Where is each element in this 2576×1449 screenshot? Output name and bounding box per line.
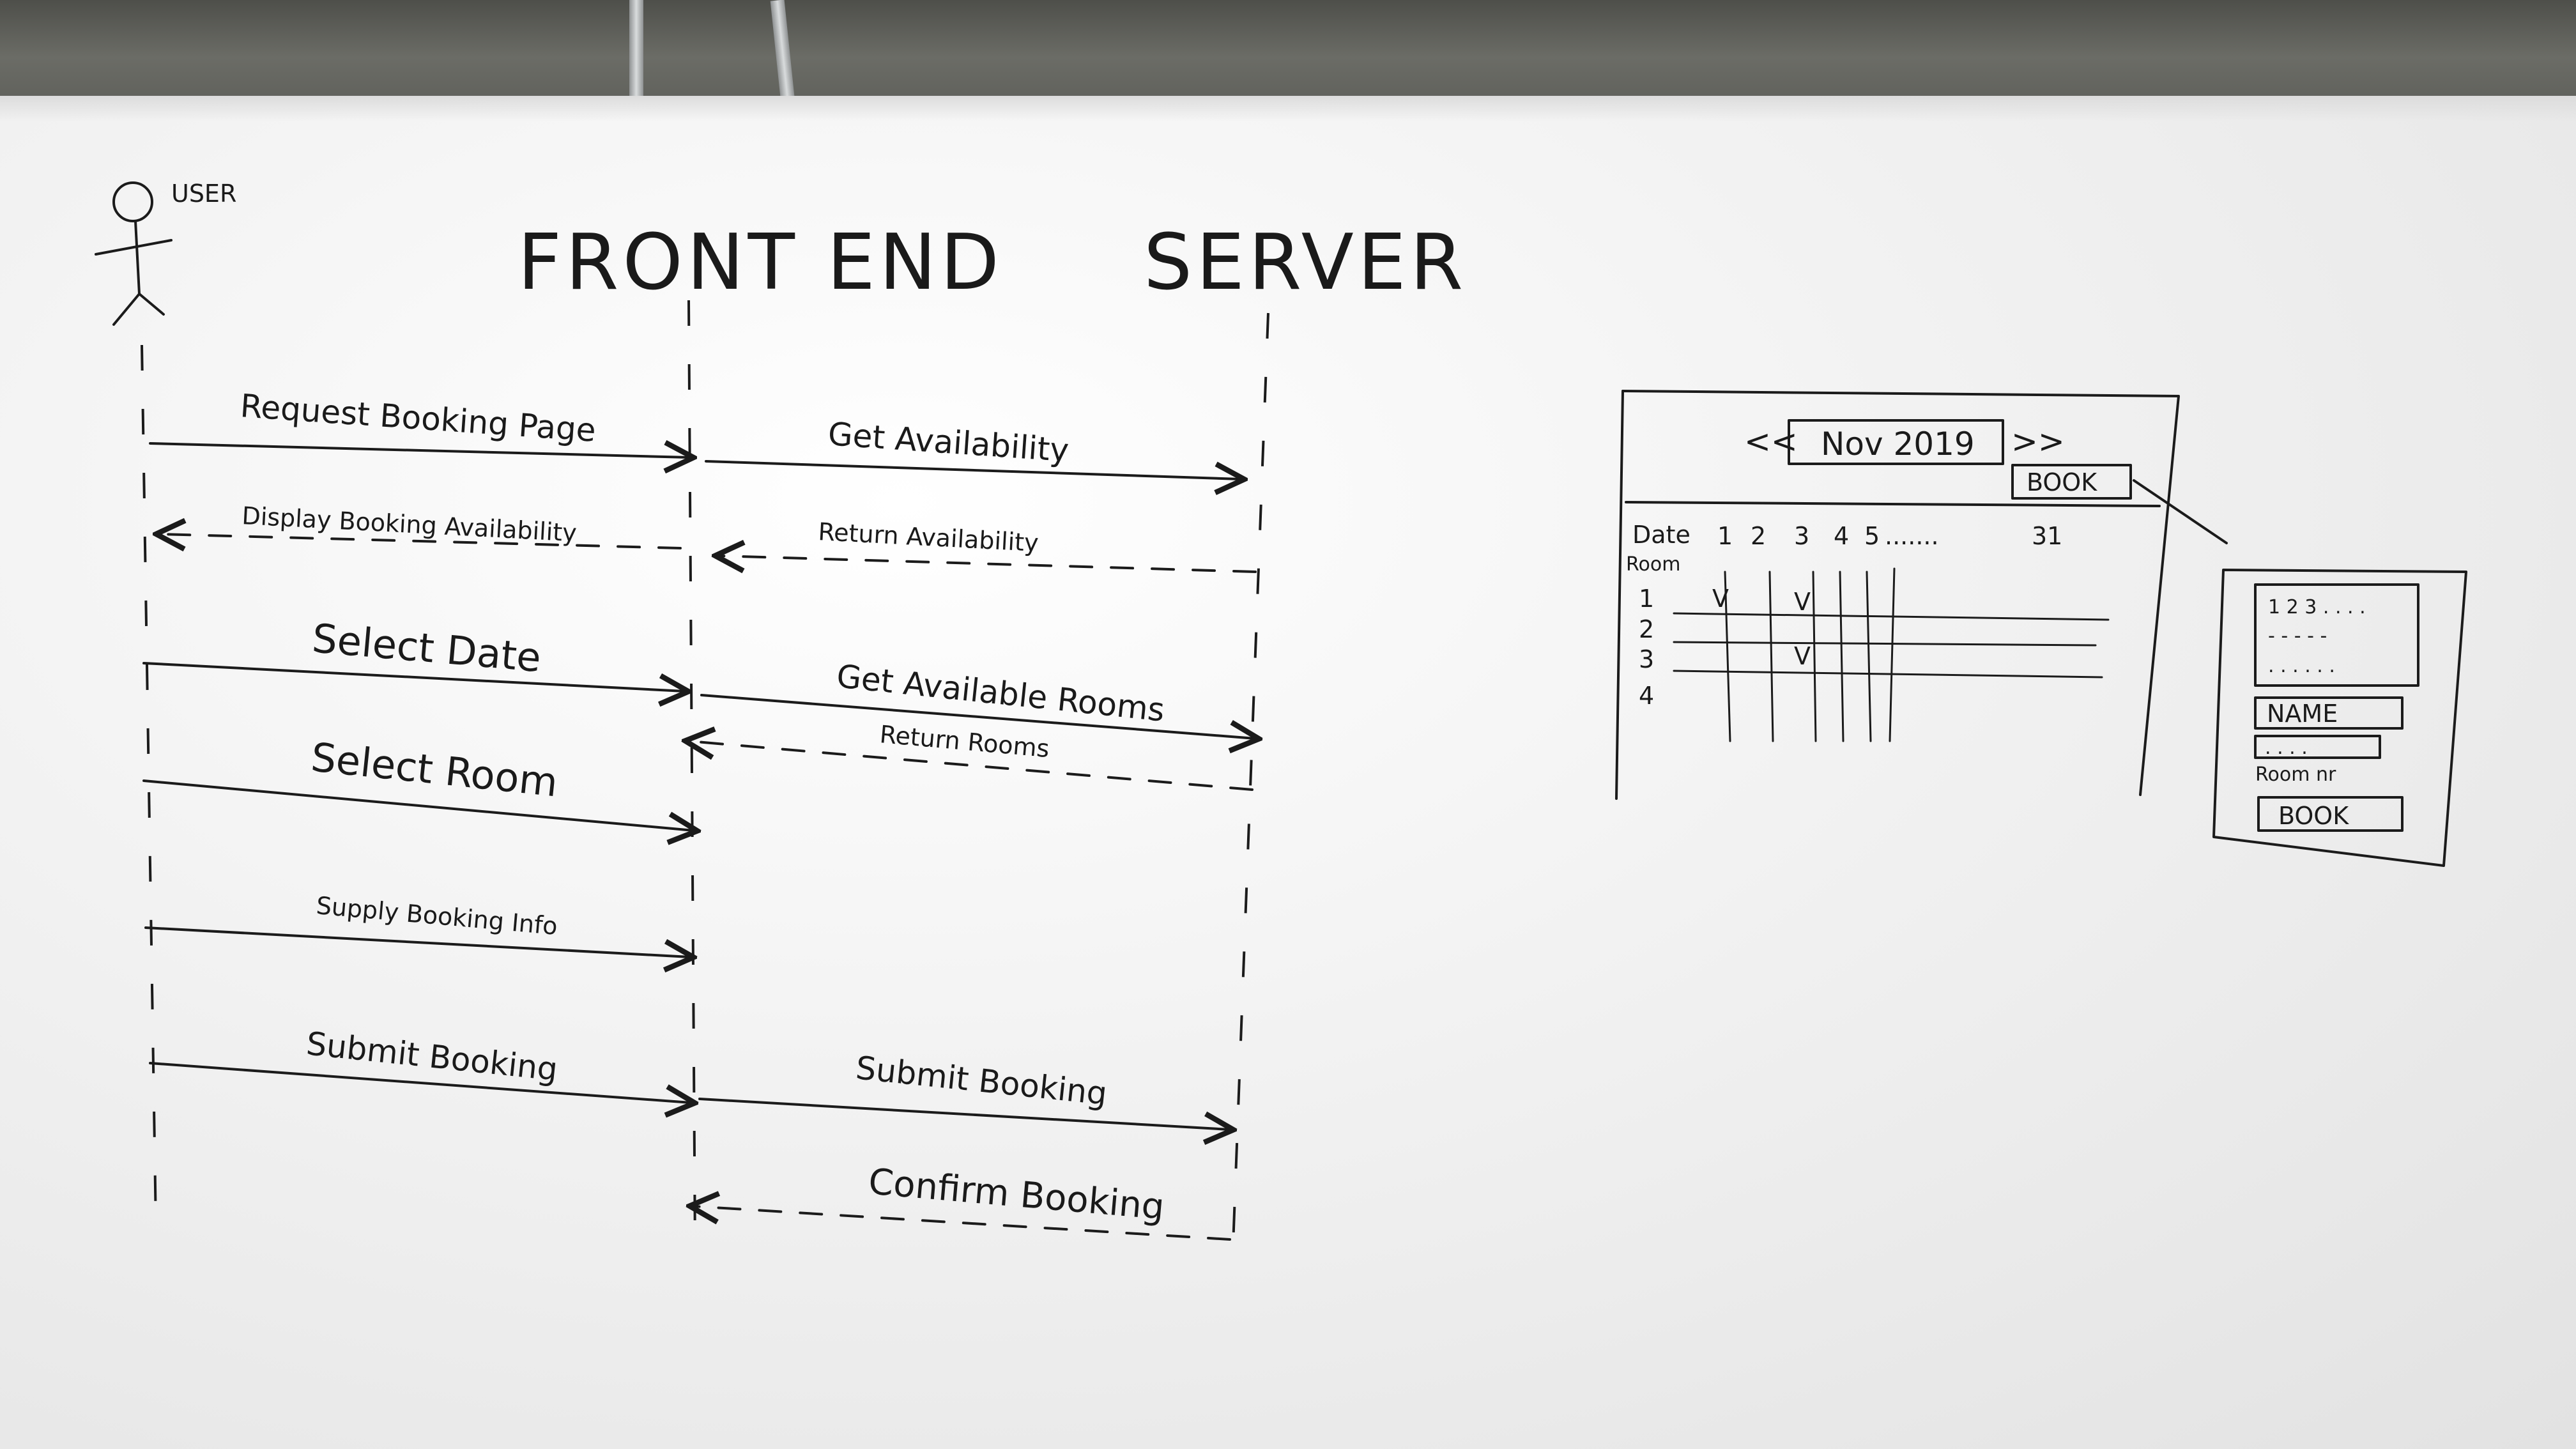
svg-text:Request Booking Page: Request Booking Page [239,387,597,449]
message-supply-booking-info: Supply Booking Info [144,891,690,957]
message-submit-booking-server: Submit Booking [698,1049,1230,1130]
svg-text:. . . . . .: . . . . . . [2268,655,2335,677]
room-nr-label: Room nr [2255,763,2336,786]
message-return-availability: Return Availability [719,518,1257,572]
svg-text:1: 1 [1639,585,1654,613]
user-actor-icon [95,181,172,326]
wall-pipe [629,0,643,115]
month-box [1788,419,2004,465]
svg-text:V: V [1712,585,1729,613]
svg-text:V: V [1794,588,1811,616]
svg-text:31: 31 [2032,522,2062,550]
dialog-connector-line [2133,479,2228,544]
svg-text:Return Rooms: Return Rooms [878,720,1050,763]
next-month-label: >> [2011,423,2065,460]
frontend-lifeline [687,300,696,1253]
svg-text:2: 2 [1751,522,1766,550]
whiteboard-edge [0,96,2576,121]
dialog-book-button-box [2257,796,2404,832]
svg-text:Submit Booking: Submit Booking [854,1049,1109,1112]
room-label: Room [1626,553,1680,576]
booking-dialog-mockup: 1 2 3 . . . . - - - - - . . . . . . NAME… [2212,569,2467,867]
user-actor-label: USER [171,180,236,208]
small-field-box [2254,735,2381,759]
svg-text:1: 1 [1717,522,1733,550]
message-get-availability: Get Availability [705,415,1241,479]
svg-text:3: 3 [1639,645,1654,673]
user-lifeline [141,344,157,1227]
message-submit-booking-user: Submit Booking [149,1025,691,1103]
svg-text:5: 5 [1864,522,1880,550]
dialog-list-box [2254,583,2419,687]
small-field: . . . . [2265,737,2308,759]
whiteboard [0,96,2576,1449]
server-actor-label: SERVER [1144,218,1467,307]
dialog-book-button: BOOK [2278,802,2349,830]
svg-text:Return Availability: Return Availability [818,518,1039,557]
svg-text:4: 4 [1639,682,1654,710]
svg-text:Select Date: Select Date [310,615,543,681]
svg-text:.......: ....... [1885,522,1939,550]
svg-text:2: 2 [1639,615,1654,643]
message-get-available-rooms: Get Available Rooms [700,657,1255,739]
server-lifeline [1232,312,1269,1246]
month-label: Nov 2019 [1821,425,1975,463]
message-display-booking-availability: Display Booking Availability [160,502,682,548]
date-label: Date [1632,521,1690,549]
svg-text:Submit Booking: Submit Booking [305,1025,560,1088]
svg-text:1 2 3 . . . .: 1 2 3 . . . . [2268,596,2366,618]
svg-text:Supply Booking Info: Supply Booking Info [315,891,558,940]
calendar-mockup: << Nov 2019 >> BOOK Date Room 1 2 3 4 5 … [1615,390,2228,800]
svg-text:Confirm Booking: Confirm Booking [867,1161,1166,1228]
mockup-book-button-box [2011,464,2132,500]
message-select-room: Select Room [142,733,694,831]
svg-text:Get Availability: Get Availability [827,415,1070,469]
svg-text:Select Room: Select Room [309,733,560,806]
name-field: NAME [2267,700,2338,728]
frontend-actor-label: FRONT END [518,218,1003,307]
name-field-box [2254,696,2404,730]
message-confirm-booking: Confirm Booking [693,1161,1231,1241]
svg-text:- - - - -: - - - - - [2268,625,2327,647]
message-request-booking-page: Request Booking Page [149,387,690,457]
svg-text:4: 4 [1834,522,1849,550]
message-select-date: Select Date [142,615,685,691]
svg-text:V: V [1794,642,1811,670]
svg-text:Display Booking Availability: Display Booking Availability [241,502,578,547]
svg-text:3: 3 [1794,522,1809,550]
mockup-book-button: BOOK [2027,468,2097,496]
